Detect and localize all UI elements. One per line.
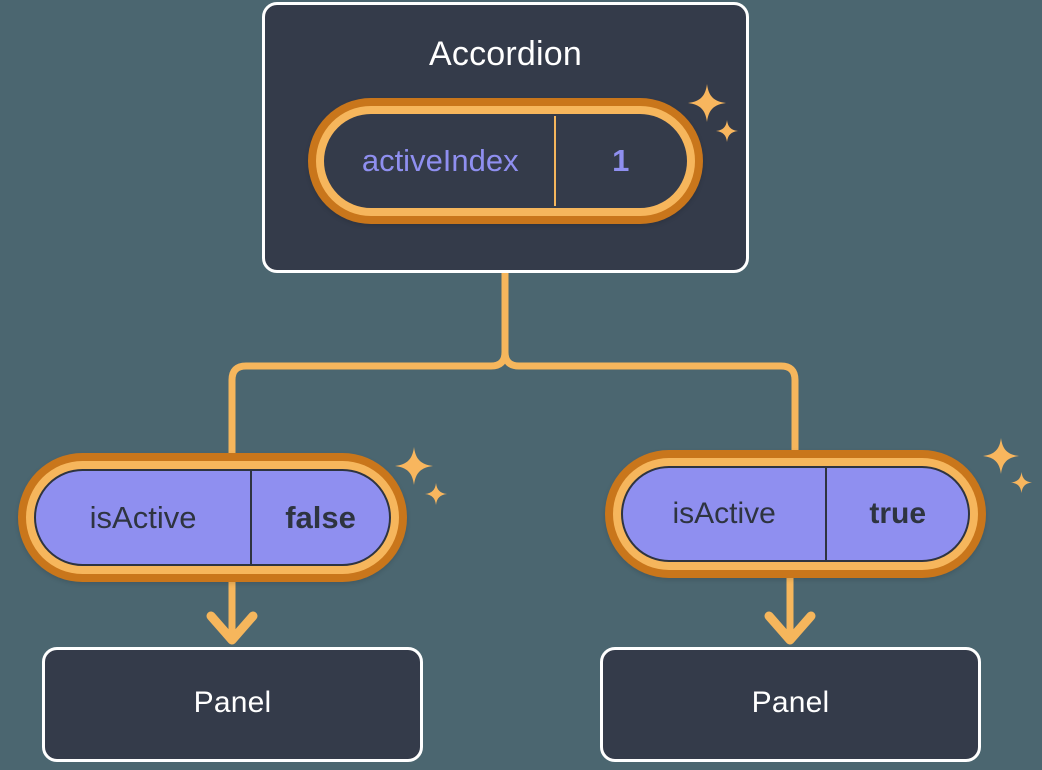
isActive-pill-right-body: isActive true bbox=[621, 466, 970, 562]
sparkle-left-pill-small-icon bbox=[425, 483, 447, 505]
isActive-pill-right-ring: isActive true bbox=[613, 458, 978, 570]
isActive-pill-left-key: isActive bbox=[89, 499, 197, 535]
isActive-pill-right-divider bbox=[825, 468, 828, 560]
isActive-pill-right-value: true bbox=[869, 497, 927, 530]
activeIndex-pill-value: 1 bbox=[612, 143, 630, 178]
accordion-card-title: Accordion bbox=[429, 35, 582, 73]
activeIndex-pill-body: activeIndex 1 bbox=[324, 114, 687, 208]
isActive-pill-left-body: isActive false bbox=[34, 469, 391, 566]
activeIndex-pill-key: activeIndex bbox=[361, 143, 519, 178]
panel-card-left[interactable]: Panel bbox=[42, 647, 423, 762]
activeIndex-pill[interactable]: activeIndex 1 bbox=[308, 98, 703, 224]
sparkle-right-pill-small-icon bbox=[1010, 471, 1032, 493]
panel-card-left-title: Panel bbox=[193, 686, 272, 719]
isActive-pill-left-value: false bbox=[285, 499, 356, 535]
activeIndex-pill-divider bbox=[554, 116, 557, 206]
panel-card-right[interactable]: Panel bbox=[600, 647, 981, 762]
isActive-pill-left-ring: isActive false bbox=[26, 461, 399, 574]
isActive-pill-right-key: isActive bbox=[672, 497, 776, 530]
arrow-head-right bbox=[764, 611, 816, 645]
panel-card-right-title: Panel bbox=[751, 686, 830, 719]
connector-tree-path bbox=[228, 269, 799, 460]
isActive-pill-right[interactable]: isActive true bbox=[605, 450, 986, 578]
isActive-pill-left-divider bbox=[250, 471, 253, 564]
activeIndex-pill-ring: activeIndex 1 bbox=[316, 106, 695, 216]
isActive-pill-left[interactable]: isActive false bbox=[18, 453, 407, 582]
sparkle-right-pill-large-icon bbox=[983, 438, 1019, 474]
arrow-head-left bbox=[206, 611, 258, 645]
sparkle-left-pill-large-icon bbox=[395, 447, 433, 485]
